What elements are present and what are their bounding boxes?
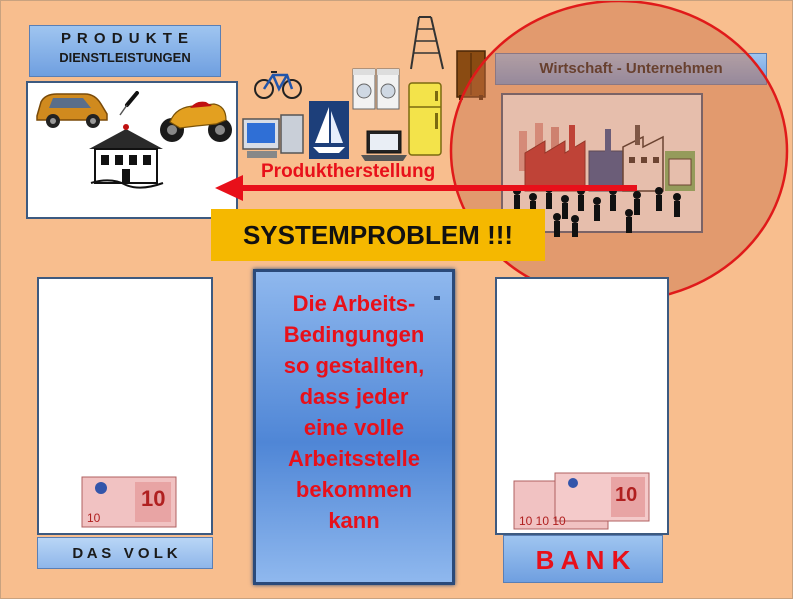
produkte-title: P R O D U K T E xyxy=(60,30,190,47)
center-line: eine volle xyxy=(303,415,405,440)
center-line: so gestallten, xyxy=(283,353,425,378)
euro-banknote-icon: 10 10 xyxy=(81,476,177,528)
center-message-box: Die Arbeits- Bedingungen so gestallten, … xyxy=(253,269,455,585)
center-line: bekommen xyxy=(295,477,413,502)
svg-text:10: 10 xyxy=(87,511,101,525)
systemproblem-label: SYSTEMPROBLEM !!! xyxy=(211,209,545,261)
refrigerator-icon xyxy=(408,82,442,156)
svg-text:10 10 10: 10 10 10 xyxy=(519,514,566,528)
bicycle-icon xyxy=(254,71,302,99)
volk-label: D A S V O L K xyxy=(37,537,213,569)
bank-label: B A N K xyxy=(503,535,663,583)
svg-text:10: 10 xyxy=(141,486,165,511)
sailboat-icon xyxy=(309,101,349,159)
ladder-icon xyxy=(410,16,444,70)
factory-icon xyxy=(519,123,695,192)
svg-text:10: 10 xyxy=(615,484,637,506)
center-line: Die Arbeits- xyxy=(292,291,416,316)
washing-machine-icon xyxy=(352,68,400,110)
center-line: kann xyxy=(328,508,380,533)
small-marker-icon xyxy=(434,296,440,300)
euro-banknote-icon: 10 10 10 10 xyxy=(513,472,650,530)
center-line: dass jeder xyxy=(299,384,409,409)
arrow-label: Produktherstellung xyxy=(261,161,436,182)
laptop-icon xyxy=(361,130,407,161)
production-arrow xyxy=(215,175,637,201)
screwdriver-icon xyxy=(119,91,139,116)
car-icon xyxy=(36,93,108,128)
computer-icon xyxy=(242,114,304,158)
produkte-label: P R O D U K T E DIENSTLEISTUNGEN xyxy=(29,25,221,77)
house-icon xyxy=(89,124,164,189)
wardrobe-icon xyxy=(456,50,486,100)
dienstleistungen-title: DIENSTLEISTUNGEN xyxy=(59,50,191,65)
wirtschaft-label: Wirtschaft - Unternehmen xyxy=(495,53,767,85)
motorcycle-icon xyxy=(160,101,232,142)
center-line: Arbeitsstelle xyxy=(287,446,421,471)
center-line: Bedingungen xyxy=(283,322,425,347)
center-message-text: Die Arbeits- Bedingungen so gestallten, … xyxy=(256,272,452,536)
